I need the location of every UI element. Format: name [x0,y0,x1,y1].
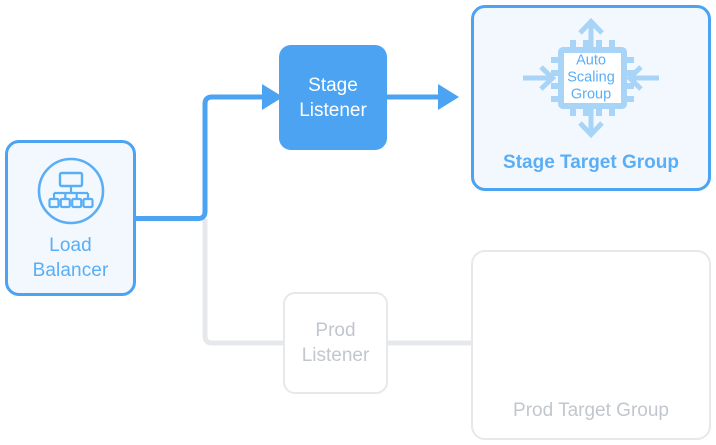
node-prod-listener[interactable]: Prod Listener [283,292,388,394]
node-prod-target-group[interactable]: Prod Target Group [471,250,711,440]
node-load-balancer[interactable]: Load Balancer [5,140,136,296]
connector-branch-to-prod-listener [202,219,283,346]
load-balancer-label-line2: Balancer [32,260,109,281]
node-stage-listener[interactable]: Stage Listener [279,45,387,150]
arrowhead-into-stage-target-group [438,84,459,110]
cpu-chip-icon [551,40,634,116]
load-balancer-label: Load Balancer [33,233,109,283]
load-balancer-hierarchy-icon [35,155,107,227]
load-balancer-label-line1: Load [49,235,92,256]
prod-listener-label-line2: Listener [301,345,370,366]
auto-scaling-group-art: Auto Scaling Group [507,16,675,140]
prod-listener-label: Prod Listener [302,318,370,368]
stage-listener-label-line1: Stage [308,74,358,96]
prod-target-group-label: Prod Target Group [513,400,669,421]
stage-target-group-label: Stage Target Group [503,152,679,173]
asg-direction-arrows [523,17,659,139]
prod-listener-label-line1: Prod [315,320,356,341]
stage-listener-label-line2: Listener [299,99,367,121]
stage-listener-label: Stage Listener [299,73,367,123]
node-stage-target-group[interactable]: Auto Scaling Group Stage Target Group [471,5,711,191]
connector-lb-to-stage-listener [136,94,264,221]
